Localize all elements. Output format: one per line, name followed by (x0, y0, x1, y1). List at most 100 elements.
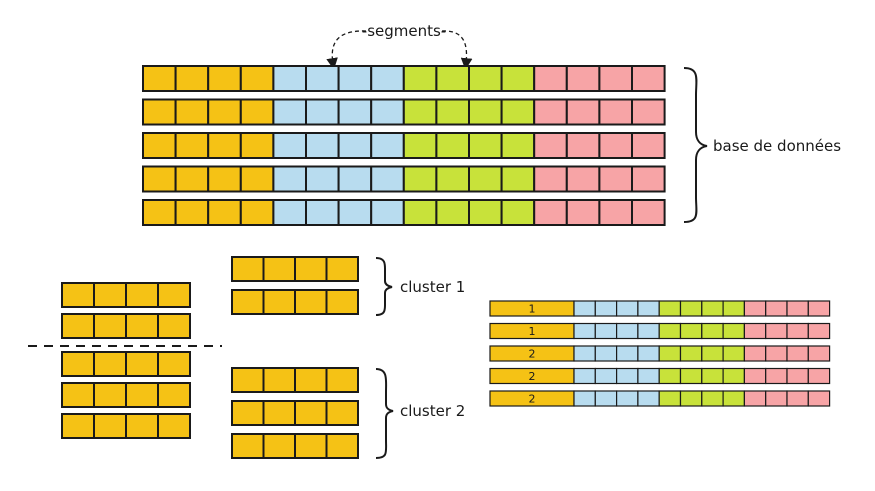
segment-cell (61, 413, 95, 439)
quantized-cell (637, 367, 660, 385)
quantized-cell (765, 345, 788, 362)
quantized-cell (615, 367, 639, 385)
database-cell (565, 132, 601, 159)
database-cell (533, 98, 568, 126)
quantized-cell (765, 322, 788, 340)
database-cell (239, 165, 275, 193)
quantized-row: 2 (489, 390, 831, 407)
cluster-2-row (231, 367, 359, 393)
database-cell (305, 98, 340, 126)
database-cell (207, 65, 242, 92)
segment-cell (262, 289, 296, 315)
database-label: base de données (713, 137, 841, 155)
quantized-cell (679, 345, 703, 362)
database-cell (402, 132, 438, 159)
database-cell (500, 98, 536, 126)
segment-cell (231, 256, 265, 282)
database-cell (142, 65, 177, 92)
segment-cell (325, 256, 359, 282)
quantized-cell (786, 300, 809, 317)
database-cell (468, 132, 503, 159)
quantized-cell (679, 322, 703, 340)
database-cell (305, 65, 340, 92)
database-cell (435, 165, 470, 193)
segment-cell (262, 400, 296, 426)
database-cell (468, 98, 503, 126)
quantized-row: 2 (489, 367, 831, 385)
database-brace (683, 67, 708, 223)
database-cell (598, 165, 634, 193)
database-cell (468, 199, 503, 226)
segment-cell (93, 413, 127, 439)
segment-cell (231, 433, 265, 459)
quantized-cell (679, 300, 703, 317)
segment-cell (325, 289, 359, 315)
database-cell (272, 165, 307, 193)
segment-cell (294, 289, 328, 315)
database-cell (565, 165, 601, 193)
segment-cell (294, 400, 328, 426)
quantized-cell (637, 300, 660, 317)
database-cell (272, 199, 307, 226)
segment-cell (262, 433, 296, 459)
quantized-cell (722, 390, 745, 407)
segment-cell (125, 382, 159, 408)
segments-label: -segments- (362, 22, 446, 40)
database-cell (239, 65, 275, 92)
quantized-cell (573, 322, 596, 340)
quantized-cell (615, 390, 639, 407)
segment-cell (325, 400, 359, 426)
segment-cell (157, 413, 191, 439)
database-cell (142, 165, 177, 193)
quantized-cell (658, 345, 682, 362)
quantized-cell (615, 322, 639, 340)
database-cell (565, 65, 601, 92)
database-cell (305, 132, 340, 159)
database-cell (598, 132, 634, 159)
quantized-cell (743, 345, 767, 362)
cluster-2-row (231, 400, 359, 426)
cluster-2-label: cluster 2 (400, 402, 465, 420)
database-cell (207, 165, 242, 193)
split-row-below (61, 382, 191, 408)
database-cell (631, 165, 666, 193)
code-label: 2 (529, 393, 536, 406)
segment-cell (61, 382, 95, 408)
database-cell (174, 65, 210, 92)
segment-cell (125, 313, 159, 339)
database-cell (598, 199, 634, 226)
quantized-cell (701, 322, 724, 340)
quantized-cell (722, 300, 745, 317)
database-cell (435, 98, 470, 126)
database-cell (468, 65, 503, 92)
quantized-cell (573, 300, 596, 317)
quantized-cell (743, 300, 767, 317)
quantized-cell (807, 322, 831, 340)
cluster-2-brace (375, 368, 394, 459)
database-row (142, 98, 666, 126)
quantized-cell (615, 345, 639, 362)
segment-cell (157, 382, 191, 408)
database-cell (207, 199, 242, 226)
segment-cell (157, 351, 191, 377)
segment-cell (125, 413, 159, 439)
segment-cell (157, 313, 191, 339)
quantized-cell (743, 367, 767, 385)
quantized-cell (807, 345, 831, 362)
database-row (142, 165, 666, 193)
code-label: 2 (529, 348, 536, 361)
split-row-above (61, 282, 191, 308)
database-row (142, 199, 666, 226)
database-cell (468, 165, 503, 193)
quantized-cell (786, 345, 809, 362)
quantized-cell (637, 390, 660, 407)
database-cell (533, 199, 568, 226)
segment-cell (294, 256, 328, 282)
cluster-1-row (231, 289, 359, 315)
cluster-2-rows (231, 367, 359, 459)
database-cell (598, 98, 634, 126)
database-cell (337, 199, 373, 226)
quantized-cell (658, 367, 682, 385)
segment-cell (262, 256, 296, 282)
